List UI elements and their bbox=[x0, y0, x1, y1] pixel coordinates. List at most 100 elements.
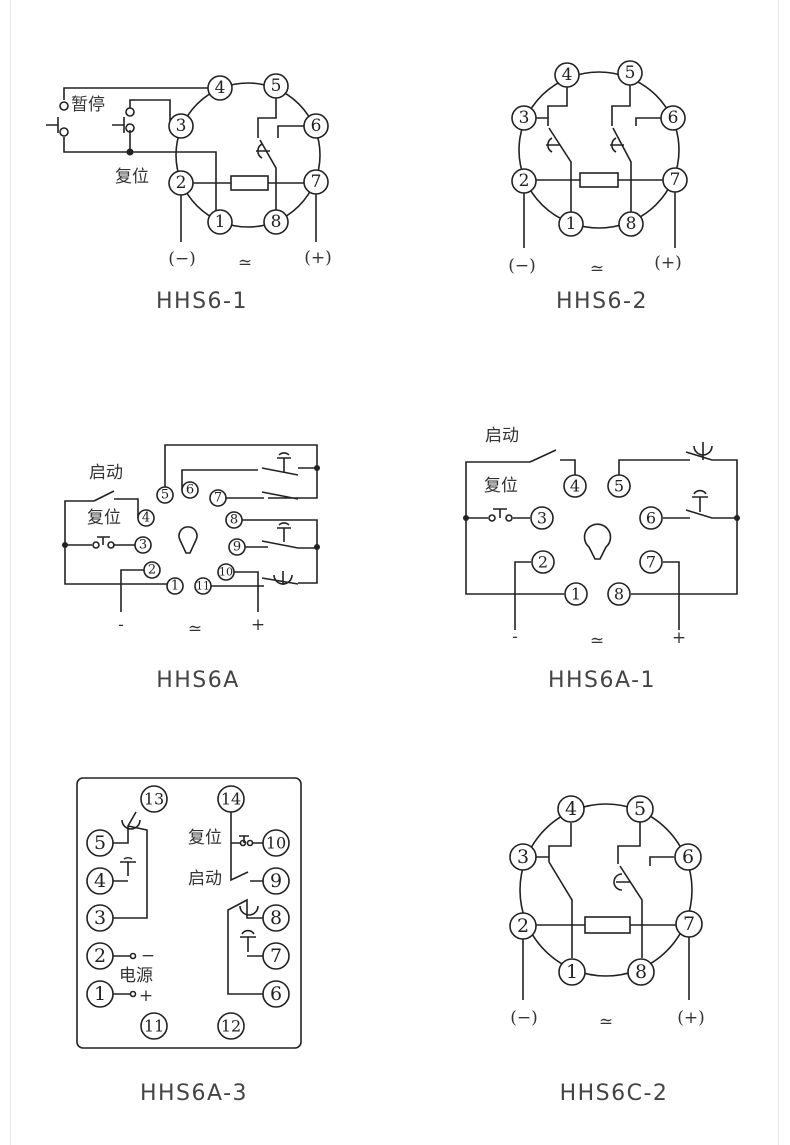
terminal-7: 7 bbox=[209, 489, 227, 507]
svg-text:1: 1 bbox=[94, 983, 106, 1005]
terminal-4: 4 bbox=[207, 75, 233, 101]
svg-text:7: 7 bbox=[683, 913, 695, 935]
diagram-hhs6-1: 4 5 3 6 2 7 1 8 暂停 复位 (−) ≃ (+) HHS6-1 bbox=[46, 73, 332, 314]
terminal-10: 10 bbox=[217, 563, 235, 581]
reset-label: 复位 bbox=[188, 828, 222, 848]
svg-text:4: 4 bbox=[142, 511, 150, 526]
plus-label: (+) bbox=[677, 1008, 705, 1028]
svg-text:1: 1 bbox=[571, 585, 581, 604]
terminal-9: 9 bbox=[262, 867, 290, 895]
minus-label: - bbox=[118, 615, 124, 635]
terminal-11: 11 bbox=[140, 1012, 168, 1040]
terminal-3: 3 bbox=[134, 536, 152, 554]
svg-text:8: 8 bbox=[270, 907, 282, 929]
caption: HHS6C-2 bbox=[560, 1081, 669, 1106]
reset-label: 复位 bbox=[484, 476, 518, 496]
start-label: 启动 bbox=[89, 463, 123, 483]
minus-label: − bbox=[141, 946, 155, 966]
diagram-hhs6a-1: 4 5 3 6 2 7 1 8 启动 复位 - ≃ + HHS6A-1 bbox=[463, 426, 740, 693]
left-border bbox=[10, 0, 11, 1145]
terminal-8: 8 bbox=[607, 582, 631, 606]
diagram-hhs6a-3: 13 14 5 10 4 9 3 8 2 7 1 6 11 12 复位 启动 电… bbox=[76, 777, 302, 1106]
power-label: 电源 bbox=[119, 966, 153, 986]
terminal-4: 4 bbox=[557, 795, 585, 823]
plus-label: (+) bbox=[304, 248, 332, 268]
svg-text:6: 6 bbox=[311, 116, 322, 136]
svg-text:4: 4 bbox=[565, 798, 577, 820]
terminal-3: 3 bbox=[509, 843, 537, 871]
terminal-10: 10 bbox=[262, 829, 290, 857]
terminal-7: 7 bbox=[303, 169, 329, 195]
terminal-7: 7 bbox=[662, 167, 688, 193]
terminal-8: 8 bbox=[225, 511, 243, 529]
ac-label: ≃ bbox=[590, 259, 604, 279]
start-label: 启动 bbox=[485, 426, 519, 446]
minus-label: (−) bbox=[168, 249, 196, 269]
svg-text:7: 7 bbox=[214, 491, 222, 506]
svg-text:7: 7 bbox=[646, 553, 656, 572]
svg-text:2: 2 bbox=[538, 553, 548, 572]
ac-label: ≃ bbox=[590, 631, 604, 651]
ac-label: ≃ bbox=[188, 619, 202, 639]
reset-label: 复位 bbox=[87, 508, 121, 528]
terminal-6: 6 bbox=[660, 105, 686, 131]
terminal-2: 2 bbox=[86, 942, 114, 970]
terminal-5: 5 bbox=[607, 474, 631, 498]
terminal-4: 4 bbox=[563, 474, 587, 498]
terminal-1: 1 bbox=[86, 980, 114, 1008]
svg-text:7: 7 bbox=[270, 945, 282, 967]
svg-text:7: 7 bbox=[311, 172, 322, 192]
svg-text:5: 5 bbox=[614, 477, 624, 496]
svg-text:3: 3 bbox=[94, 907, 106, 929]
terminal-2: 2 bbox=[168, 170, 194, 196]
terminal-6: 6 bbox=[303, 113, 329, 139]
terminal-3: 3 bbox=[511, 105, 537, 131]
svg-text:7: 7 bbox=[670, 170, 681, 190]
svg-text:4: 4 bbox=[94, 870, 106, 892]
pause-label: 暂停 bbox=[71, 95, 105, 115]
caption: HHS6-2 bbox=[556, 289, 648, 314]
svg-text:1: 1 bbox=[566, 214, 577, 234]
diagram-hhs6-2: 4 5 3 6 2 7 1 8 (−) ≃ (+) HHS6-2 bbox=[508, 60, 688, 314]
caption: HHS6-1 bbox=[156, 289, 248, 314]
terminal-1: 1 bbox=[558, 211, 584, 237]
terminal-3: 3 bbox=[86, 904, 114, 932]
svg-text:4: 4 bbox=[562, 65, 573, 85]
minus-label: (−) bbox=[510, 1008, 538, 1028]
terminal-8: 8 bbox=[263, 209, 289, 235]
ac-label: ≃ bbox=[599, 1012, 613, 1032]
svg-text:6: 6 bbox=[682, 846, 694, 868]
svg-text:6: 6 bbox=[646, 509, 656, 528]
svg-text:4: 4 bbox=[570, 477, 580, 496]
plus-label: + bbox=[251, 615, 265, 635]
terminal-4: 4 bbox=[137, 509, 155, 527]
svg-text:11: 11 bbox=[144, 1017, 164, 1036]
plus-label: + bbox=[672, 628, 686, 648]
svg-text:10: 10 bbox=[219, 566, 233, 579]
terminal-8: 8 bbox=[618, 211, 644, 237]
svg-text:9: 9 bbox=[270, 870, 282, 892]
start-label: 启动 bbox=[188, 869, 222, 889]
terminal-5: 5 bbox=[626, 795, 654, 823]
svg-text:11: 11 bbox=[196, 580, 210, 593]
terminal-6: 6 bbox=[262, 980, 290, 1008]
terminal-1: 1 bbox=[564, 582, 588, 606]
caption: HHS6A bbox=[156, 668, 240, 693]
svg-text:3: 3 bbox=[537, 509, 547, 528]
caption: HHS6A-1 bbox=[548, 668, 656, 693]
svg-text:6: 6 bbox=[270, 983, 282, 1005]
svg-text:1: 1 bbox=[171, 579, 179, 594]
svg-text:8: 8 bbox=[635, 961, 647, 983]
diagram-hhs6c-2: 4 5 3 6 2 7 1 8 (−) ≃ (+) HHS6C-2 bbox=[509, 795, 705, 1106]
terminal-14: 14 bbox=[217, 785, 245, 813]
svg-text:5: 5 bbox=[161, 488, 169, 503]
svg-text:5: 5 bbox=[625, 63, 636, 83]
minus-label: (−) bbox=[508, 256, 536, 276]
terminal-6: 6 bbox=[181, 481, 199, 499]
terminal-2: 2 bbox=[143, 561, 161, 579]
svg-text:2: 2 bbox=[519, 171, 530, 191]
right-border bbox=[778, 0, 779, 1145]
terminal-2: 2 bbox=[531, 550, 555, 574]
plus-label: (+) bbox=[654, 253, 682, 273]
